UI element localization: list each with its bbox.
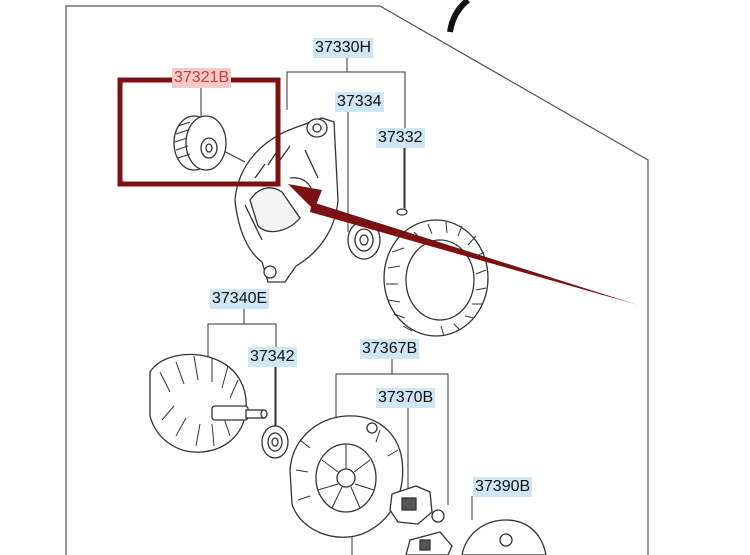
part-label-37340e[interactable]: 37340E xyxy=(210,289,270,309)
front-bearing-drawing xyxy=(347,220,381,260)
part-label-37390b[interactable]: 37390B xyxy=(473,477,533,497)
front-bracket-drawing xyxy=(234,117,339,283)
pulley-drawing xyxy=(173,115,227,171)
part-label-37330h[interactable]: 37330H xyxy=(313,38,374,58)
rear-bracket-drawing xyxy=(289,415,404,538)
part-label-37367b[interactable]: 37367B xyxy=(360,339,420,359)
leader-lines xyxy=(200,57,473,555)
rotor-bearing-drawing xyxy=(261,425,289,459)
part-label-37342[interactable]: 37342 xyxy=(248,347,297,367)
part-label-37321b[interactable]: 37321B xyxy=(172,68,232,88)
page-outline xyxy=(65,5,649,555)
part-label-37332[interactable]: 37332 xyxy=(376,128,425,148)
stator-drawing xyxy=(383,219,489,337)
top-curve-mark xyxy=(447,0,470,33)
regulator-drawing xyxy=(389,485,453,555)
rotor-drawing xyxy=(149,353,268,453)
part-label-37370b[interactable]: 37370B xyxy=(376,388,436,408)
bolt-drawing xyxy=(396,208,408,216)
rear-cover-drawing xyxy=(461,519,547,555)
callout-arrow xyxy=(288,184,638,305)
part-label-37334[interactable]: 37334 xyxy=(335,92,384,112)
